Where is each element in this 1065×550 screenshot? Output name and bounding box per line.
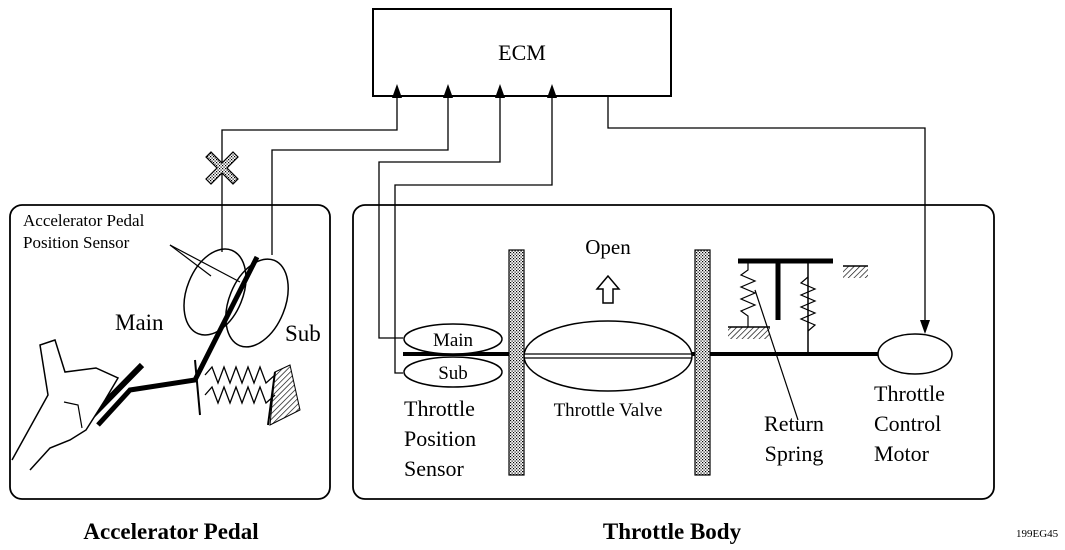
pedal-main-sensor-shape bbox=[183, 248, 247, 336]
open-label: Open bbox=[585, 235, 631, 259]
return-spring-label-line2: Spring bbox=[765, 441, 824, 466]
accelerator-pedal-box: Accelerator Pedal Position Sensor Main S… bbox=[9, 204, 331, 500]
return-spring-label-line1: Return bbox=[764, 411, 824, 436]
open-arrow-icon bbox=[595, 274, 621, 304]
pedal-main-label: Main bbox=[115, 310, 164, 335]
tps-label-line3: Sensor bbox=[404, 456, 465, 481]
ecm-block: ECM bbox=[372, 8, 672, 97]
tps-main-label: Main bbox=[433, 330, 474, 351]
motor-label-line1: Throttle bbox=[874, 381, 945, 406]
housing-wall-left bbox=[508, 249, 525, 476]
throttle-valve-shape bbox=[523, 320, 693, 392]
pedal-lever bbox=[96, 255, 260, 427]
tps-sub-label: Sub bbox=[438, 363, 468, 384]
pedal-sub-label: Sub bbox=[285, 321, 321, 346]
throttle-body-box: Throttle Valve Open Main Sub Throttle Po… bbox=[352, 204, 995, 500]
ecm-label: ECM bbox=[498, 40, 546, 65]
signal-wires bbox=[221, 96, 926, 374]
tps-label-line2: Position bbox=[404, 426, 476, 451]
foot-shape bbox=[11, 339, 120, 471]
pedal-sensor-label-line2: Position Sensor bbox=[23, 233, 130, 252]
wire-arrowheads bbox=[392, 84, 930, 334]
tps-main-shape bbox=[403, 323, 503, 355]
pedal-sub-sensor-shape bbox=[225, 258, 289, 348]
throttle-valve-label: Throttle Valve bbox=[554, 400, 663, 421]
housing-wall-right bbox=[694, 249, 711, 476]
throttle-motor-shape bbox=[877, 333, 953, 375]
pedal-caption: Accelerator Pedal bbox=[83, 519, 258, 544]
motor-label-line3: Motor bbox=[874, 441, 930, 466]
failure-x-icon bbox=[205, 151, 239, 185]
throttle-caption: Throttle Body bbox=[603, 519, 742, 544]
figure-code: 199EG45 bbox=[1016, 528, 1059, 540]
motor-label-line2: Control bbox=[874, 411, 941, 436]
return-spring-assembly bbox=[728, 258, 868, 421]
tps-sub-shape bbox=[403, 356, 503, 388]
tps-label-line1: Throttle bbox=[404, 396, 475, 421]
pedal-sensor-label-line1: Accelerator Pedal bbox=[23, 211, 145, 230]
